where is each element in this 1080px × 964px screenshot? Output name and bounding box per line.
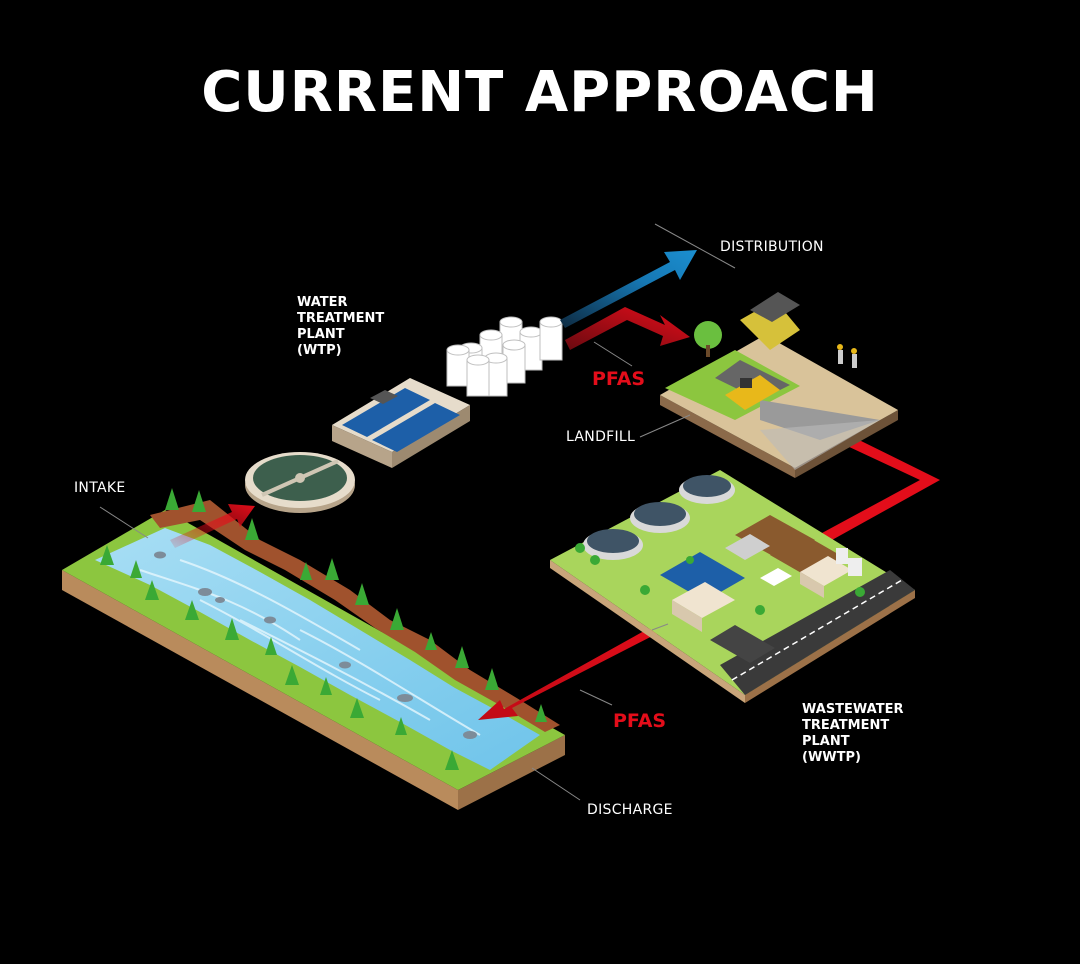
- label-landfill: LANDFILL: [566, 429, 636, 445]
- filter-basin: [332, 378, 470, 468]
- label-wastewater-treatment-plant: WASTEWATER TREATMENT PLANT (WWTP): [802, 702, 904, 766]
- label-wwtp-line: WASTEWATER: [802, 702, 904, 717]
- pfas-discharge-arrow: [478, 621, 668, 720]
- diagram-title: CURRENT APPROACH: [201, 60, 879, 125]
- label-wwtp-line: TREATMENT: [802, 718, 890, 733]
- label-wtp-line: (WTP): [297, 343, 342, 358]
- pfas-arrow-to-landfill: [565, 307, 690, 350]
- river-platform: [62, 488, 565, 810]
- label-wwtp-line: (WWTP): [802, 750, 861, 765]
- label-pfas-discharge: PFAS: [613, 710, 667, 732]
- label-wtp-line: WATER: [297, 295, 348, 310]
- label-intake: INTAKE: [74, 480, 126, 496]
- wwtp-complex: [550, 470, 915, 703]
- distribution-arrow: [560, 250, 697, 328]
- label-distribution: DISTRIBUTION: [720, 239, 824, 255]
- landfill-to-wwtp-link: [822, 438, 940, 540]
- landfill-site: [660, 292, 898, 478]
- leader-lines: [99, 223, 736, 801]
- label-pfas-landfill: PFAS: [592, 368, 646, 390]
- label-wtp-line: PLANT: [297, 327, 345, 342]
- storage-tanks: [446, 316, 563, 397]
- label-wwtp-line: PLANT: [802, 734, 850, 749]
- intake-arrow: [170, 504, 255, 548]
- clarifier-tank: [245, 452, 355, 513]
- label-wtp-line: TREATMENT: [297, 311, 385, 326]
- label-water-treatment-plant: WATER TREATMENT PLANT (WTP): [297, 295, 384, 359]
- label-discharge: DISCHARGE: [587, 802, 673, 818]
